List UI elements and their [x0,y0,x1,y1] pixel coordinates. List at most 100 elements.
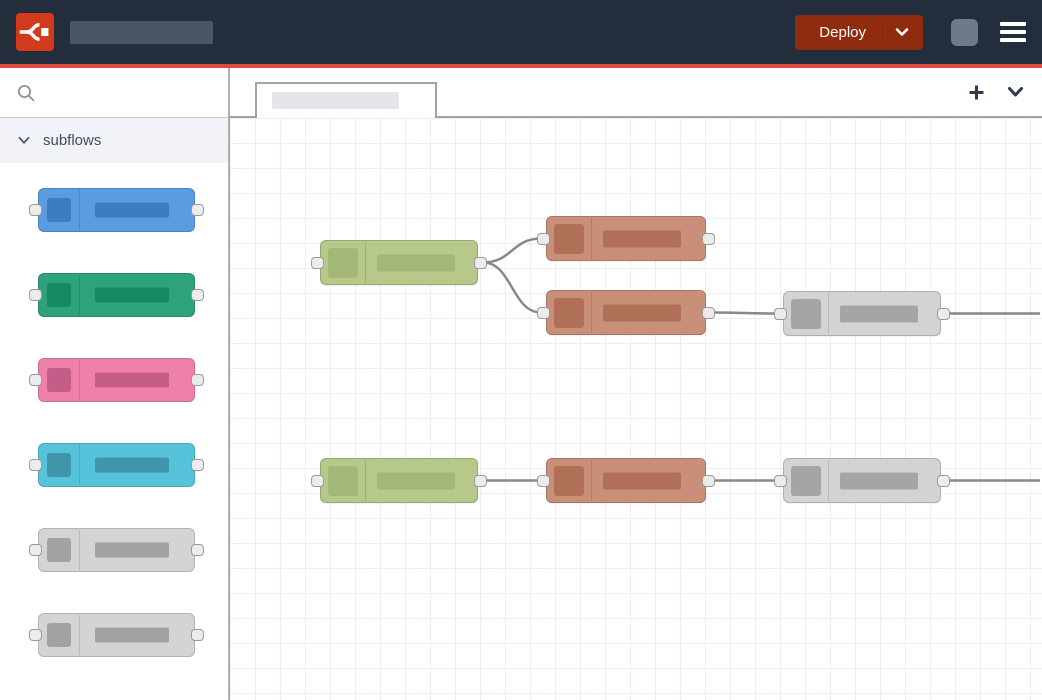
node-icon-placeholder [554,465,584,496]
wire[interactable] [710,311,779,315]
node-icon-placeholder [791,298,821,329]
node-label-placeholder [95,542,169,558]
workspace-tabbar [230,68,1042,118]
flow-canvas[interactable] [230,118,1042,700]
node-icon-separator [79,190,80,230]
flow-node-gray-1[interactable] [774,291,950,336]
chevron-down-icon [895,28,909,36]
node-output-port[interactable] [937,474,950,487]
node-icon-separator [828,293,829,334]
node-icon-placeholder [554,223,584,254]
wire[interactable] [482,261,542,314]
node-icon-separator [591,460,592,501]
node-output-port[interactable] [474,474,487,487]
node-label-placeholder [95,372,169,388]
flow-node-gray-2[interactable] [774,458,950,503]
node-label-placeholder [840,472,918,489]
flow-node-olive-1[interactable] [311,240,487,285]
node-label-placeholder [95,202,169,218]
hamburger-icon [1000,22,1026,26]
node-icon-separator [591,292,592,333]
node-label-placeholder [95,287,169,303]
node-input-port[interactable] [537,306,550,319]
node-output-port[interactable] [702,474,715,487]
user-avatar[interactable] [951,18,978,46]
node-input-port[interactable] [774,474,787,487]
header-accent-line [0,64,1042,68]
palette-node-subflow-green[interactable] [29,273,204,317]
plus-icon [969,85,984,99]
node-input-port[interactable] [29,204,42,216]
node-input-port[interactable] [29,289,42,301]
node-icon-placeholder [554,297,584,328]
node-label-placeholder [95,457,169,473]
header-bar: Deploy [0,0,1042,64]
node-input-port[interactable] [311,474,324,487]
node-output-port[interactable] [191,459,204,471]
wire[interactable] [482,237,542,264]
node-label-placeholder [603,472,681,489]
palette-node-list [0,163,228,700]
node-input-port[interactable] [537,474,550,487]
node-icon-placeholder [47,623,71,647]
node-red-logo [16,13,54,51]
node-label-placeholder [603,304,681,321]
add-flow-button[interactable] [966,82,987,103]
flow-tab[interactable] [255,82,437,118]
node-output-port[interactable] [474,256,487,269]
node-icon-placeholder [47,538,71,562]
node-input-port[interactable] [29,459,42,471]
palette-node-subflow-gray-2[interactable] [29,613,204,657]
node-output-port[interactable] [191,544,204,556]
node-icon-placeholder [47,283,71,307]
node-output-port[interactable] [702,232,715,245]
header-title-placeholder [70,20,213,44]
node-input-port[interactable] [774,307,787,320]
node-icon-placeholder [791,465,821,496]
flow-tab-label-placeholder [272,92,399,109]
flow-node-olive-2[interactable] [311,458,487,503]
node-output-port[interactable] [702,306,715,319]
search-icon [18,84,35,101]
flow-node-salmon-1[interactable] [537,216,715,261]
node-icon-separator [79,445,80,485]
palette-node-subflow-pink[interactable] [29,358,204,402]
node-input-port[interactable] [29,629,42,641]
palette-sidebar: subflows [0,68,230,700]
node-input-port[interactable] [29,544,42,556]
node-icon-separator [591,218,592,259]
chevron-down-icon [1008,87,1023,97]
node-output-port[interactable] [191,629,204,641]
palette-search[interactable] [0,68,228,118]
node-icon-separator [79,615,80,655]
palette-section-subflows[interactable]: subflows [0,118,228,163]
tab-list-button[interactable] [1005,84,1026,100]
node-input-port[interactable] [29,374,42,386]
node-icon-separator [79,275,80,315]
node-output-port[interactable] [191,204,204,216]
node-red-logo-glyph [19,23,49,41]
node-label-placeholder [603,230,681,247]
node-output-port[interactable] [937,307,950,320]
node-label-placeholder [840,305,918,322]
node-input-port[interactable] [537,232,550,245]
node-icon-placeholder [328,247,358,278]
node-icon-separator [365,460,366,501]
node-icon-separator [79,360,80,400]
palette-node-subflow-blue[interactable] [29,188,204,232]
node-label-placeholder [377,472,455,489]
node-label-placeholder [377,254,455,271]
main-menu-button[interactable] [1000,22,1026,42]
deploy-options-toggle[interactable] [882,27,909,37]
node-output-port[interactable] [191,289,204,301]
node-icon-placeholder [328,465,358,496]
palette-node-subflow-cyan[interactable] [29,443,204,487]
node-icon-placeholder [47,368,71,392]
flow-node-salmon-3[interactable] [537,458,715,503]
chevron-down-icon [18,136,30,144]
flow-node-salmon-2[interactable] [537,290,715,335]
node-input-port[interactable] [311,256,324,269]
node-output-port[interactable] [191,374,204,386]
deploy-button[interactable]: Deploy [795,14,923,50]
palette-node-subflow-gray-1[interactable] [29,528,204,572]
